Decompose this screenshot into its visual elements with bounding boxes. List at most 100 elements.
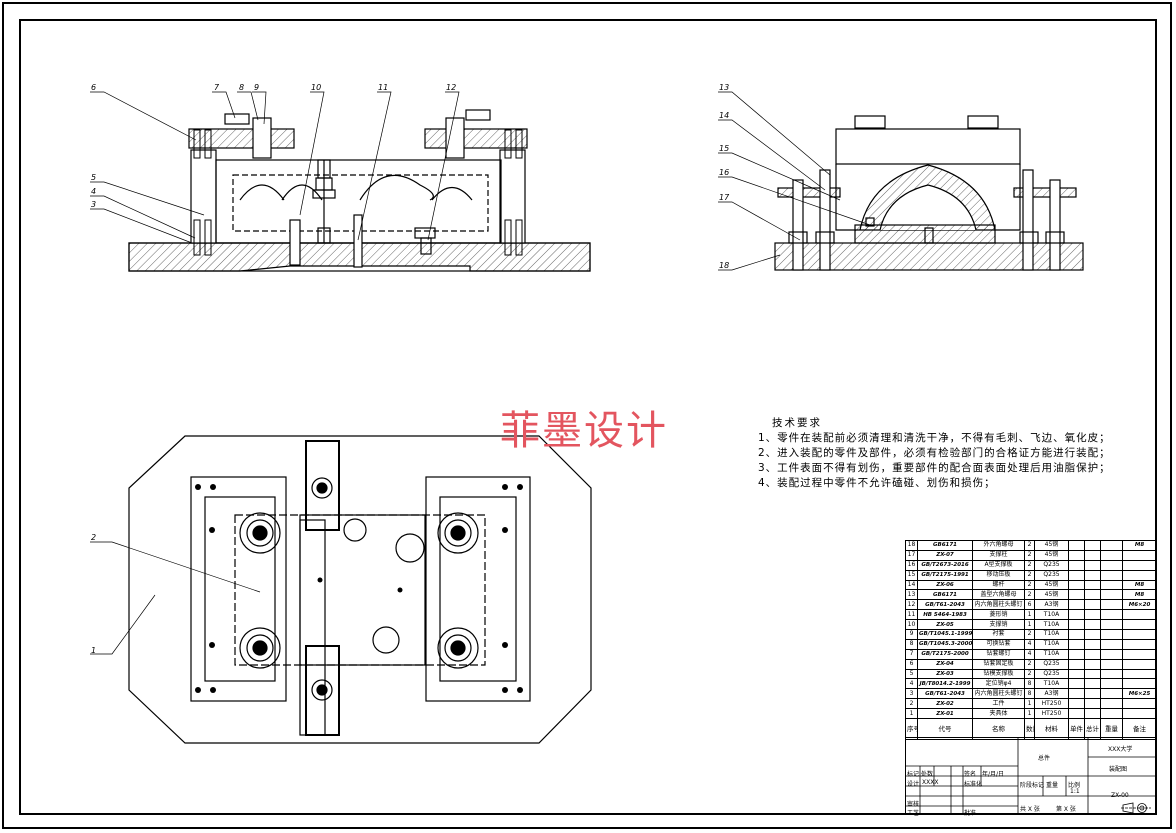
callout-1: 1 [91, 646, 97, 655]
tb-approve-label: 批准 [964, 810, 977, 817]
bom-header: 序号 代号 名称 数量 材料 单件 总计 重量 备注 [905, 718, 1157, 741]
bom-note: M8 [1122, 589, 1157, 601]
callout-7: 7 [214, 83, 220, 92]
bom-code: GB/T61-2043 [917, 688, 973, 700]
bom-blank [1100, 609, 1123, 621]
bom-qty: 6 [1024, 599, 1035, 611]
bom-code: GB/T2175-1991 [917, 569, 973, 581]
bom-code: ZX-03 [917, 668, 973, 680]
bom-material: T10A [1034, 619, 1069, 631]
bom-name: 外六角螺母 [972, 540, 1025, 551]
bom-name: 支撑销 [972, 619, 1025, 631]
tb-designer: XXXX [922, 779, 939, 786]
tb-process-label: 工艺 [907, 810, 920, 817]
bom-unit-weight [1068, 559, 1085, 571]
bom-qty: 2 [1024, 629, 1035, 640]
callout-18: 18 [719, 261, 730, 270]
bom-qty: 2 [1024, 549, 1035, 561]
bom-blank [1100, 629, 1123, 640]
tb-sign-label: 签名 [964, 771, 977, 778]
bom-unit-weight [1068, 658, 1085, 670]
tb-count-label: 处数 [921, 771, 934, 778]
bom-qty: 1 [1024, 708, 1035, 720]
bom-unit-weight [1068, 540, 1085, 551]
bom-no: 4 [905, 678, 918, 690]
callout-15: 15 [719, 144, 730, 153]
bom-qty: 8 [1024, 678, 1035, 690]
bom-total-weight [1084, 688, 1101, 700]
bom-note: M8 [1122, 540, 1157, 551]
tech-item: 3、工件表面不得有划伤，重要部件的配合面表面处理后用油脂保护； [758, 462, 1111, 474]
bom-no: 13 [905, 589, 918, 601]
tb-std-label: 标准化 [964, 781, 983, 788]
bom-total-weight [1084, 579, 1101, 591]
bom-total-weight [1084, 698, 1101, 710]
bom-name: 可换钻套 [972, 638, 1025, 650]
bom-total-weight [1084, 549, 1101, 561]
callout-5: 5 [91, 173, 97, 182]
bom-name: 内六角圆柱头螺钉 [972, 599, 1025, 611]
tb-scale-label: 比例 [1068, 782, 1081, 789]
bom-no: 8 [905, 638, 918, 650]
tb-drawing-no: ZX-00 [1111, 792, 1129, 799]
bom-material: HT250 [1034, 698, 1069, 710]
bom-total-weight [1084, 619, 1101, 631]
callout-8: 8 [239, 83, 245, 92]
front-view [128, 109, 591, 272]
tb-design-label: 设计 [907, 781, 920, 788]
bom-unit-weight [1068, 589, 1085, 601]
bom-no: 3 [905, 688, 918, 700]
bom-unit-weight [1068, 698, 1085, 710]
bom-material: 45钢 [1034, 579, 1069, 591]
bom-name: 支撑柱 [972, 549, 1025, 561]
bom-total-weight [1084, 658, 1101, 670]
bom-unit-weight [1068, 688, 1085, 700]
bom-total-weight [1084, 668, 1101, 680]
tech-item: 1、零件在装配前必须清理和清洗干净，不得有毛刺、飞边、氧化皮； [758, 432, 1111, 444]
bom-material: HT250 [1034, 708, 1069, 720]
tech-item: 4、装配过程中零件不允许磕碰、划伤和损伤； [758, 477, 996, 489]
bom-no: 16 [905, 559, 918, 571]
bom-unit-weight [1068, 678, 1085, 690]
tb-drawing-name: 装配图 [1109, 766, 1128, 773]
bom-total-weight [1084, 599, 1101, 611]
bom-unit-weight [1068, 648, 1085, 660]
bom-qty: 4 [1024, 648, 1035, 660]
bom-note [1122, 619, 1157, 631]
bom-total-weight [1084, 708, 1101, 720]
bom-code: ZX-06 [917, 579, 973, 591]
bom-material: 45钢 [1034, 549, 1069, 561]
bom-code: ZX-01 [917, 708, 973, 720]
bom-blank [1100, 698, 1123, 710]
bom-note [1122, 658, 1157, 670]
bom-blank [1100, 708, 1123, 720]
bom-material: 45钢 [1034, 589, 1069, 601]
bom-name: 钻模支撑板 [972, 668, 1025, 680]
bom-name: 衬套 [972, 629, 1025, 640]
bom-blank [1100, 678, 1123, 690]
bom-code: HB 5464-1983 [917, 609, 973, 621]
bom-material: Q235 [1034, 658, 1069, 670]
bom-material: Q235 [1034, 569, 1069, 581]
bom-qty: 2 [1024, 569, 1035, 581]
bom-material: 45钢 [1034, 540, 1069, 551]
bom-material: Q235 [1034, 668, 1069, 680]
tech-title: 技术要求 [772, 417, 822, 429]
bom-note [1122, 678, 1157, 690]
bom-qty: 2 [1024, 658, 1035, 670]
bom-code: GB6171 [917, 589, 973, 601]
bom-no: 1 [905, 708, 918, 720]
tb-sheet-no: 第 X 张 [1056, 806, 1076, 813]
bom-note [1122, 629, 1157, 640]
